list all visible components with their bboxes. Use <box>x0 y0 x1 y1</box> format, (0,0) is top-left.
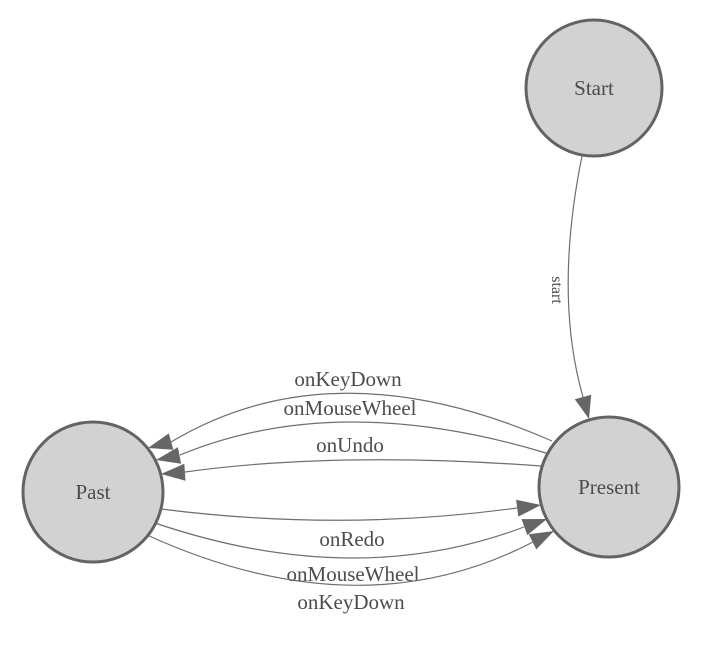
edge-past-to-present-redo: onRedo <box>160 499 541 551</box>
state-node-present: Present <box>537 415 681 559</box>
arrowhead-icon <box>148 433 174 450</box>
edge-present-to-past-undo: onUndo <box>161 433 542 481</box>
arrowhead-icon <box>528 531 554 550</box>
edge-past-to-present-keydown: onKeyDown <box>146 531 554 614</box>
edge-line <box>170 392 553 443</box>
node-circle <box>21 420 165 564</box>
arrowhead-icon <box>156 447 182 464</box>
edge-label: onKeyDown <box>297 590 405 614</box>
arrowhead-icon <box>161 463 186 481</box>
node-circle <box>537 415 681 559</box>
edge-label: onRedo <box>319 527 384 551</box>
node-label: Start <box>574 76 614 100</box>
edge-line <box>567 155 584 398</box>
node-label: Present <box>578 475 640 499</box>
edge-line <box>154 522 525 559</box>
arrowhead-icon <box>516 499 541 517</box>
edge-present-to-past-mousewheel: onMouseWheel <box>156 396 547 464</box>
edge-line <box>179 421 547 456</box>
edge-line <box>160 507 518 521</box>
edge-present-to-past-keydown: onKeyDown <box>148 367 553 450</box>
node-circle <box>524 18 664 158</box>
edge-label: start <box>548 276 565 304</box>
edge-line <box>184 459 542 473</box>
edge-label: onKeyDown <box>294 367 402 391</box>
edge-start-to-present: start <box>548 155 592 419</box>
node-label: Past <box>75 480 110 504</box>
state-node-past: Past <box>21 420 165 564</box>
arrowhead-icon <box>574 394 592 419</box>
edge-label: onUndo <box>316 433 384 457</box>
arrowhead-icon <box>521 519 547 536</box>
state-node-start: Start <box>524 18 664 158</box>
edge-label: onMouseWheel <box>284 396 417 420</box>
edge-line <box>146 534 534 586</box>
